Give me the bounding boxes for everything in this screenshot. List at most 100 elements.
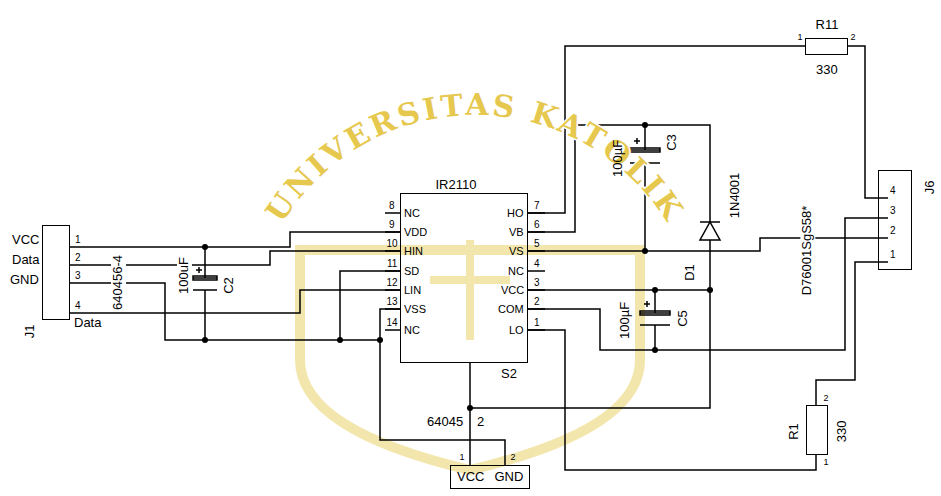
signal-label: SD <box>404 265 419 278</box>
wire <box>816 262 878 405</box>
signal-label: D1 <box>682 264 697 281</box>
wire <box>528 125 710 232</box>
part-label: R1 <box>786 423 801 440</box>
part-label: R11 <box>816 18 839 33</box>
capacitor-plate <box>630 148 660 152</box>
part-label: VCC <box>457 470 484 485</box>
signal-label: NC <box>508 265 524 278</box>
signal-label: VB <box>509 226 524 239</box>
pin-number: 3 <box>534 277 540 289</box>
pin-number: 3 <box>890 205 896 217</box>
pin-number: 6 <box>534 219 540 231</box>
pin-number: 4 <box>534 258 540 270</box>
signal-label: 100µF <box>618 301 633 338</box>
pin-number: 10 <box>387 238 398 250</box>
junction-dot <box>652 287 658 293</box>
wire <box>528 218 878 350</box>
pin-number: 12 <box>387 277 398 289</box>
signal-label: LIN <box>404 284 421 297</box>
wire <box>528 238 878 251</box>
wire <box>470 290 710 408</box>
signal-label: Data <box>74 316 101 331</box>
signal-label: LO <box>509 324 524 337</box>
capacitor-plate <box>640 311 670 315</box>
signal-label: VSS <box>404 303 426 316</box>
pin-number: 13 <box>387 296 398 308</box>
pin-number: 1 <box>824 457 829 467</box>
signal-label: HIN <box>404 245 423 258</box>
wires <box>193 125 888 465</box>
watermark-emblem <box>300 240 640 470</box>
pin-number: 14 <box>387 317 398 329</box>
signal-label: VS <box>509 245 524 258</box>
component-box: R11330 <box>805 38 848 55</box>
component-box: J1 <box>42 225 70 320</box>
wire <box>528 330 816 470</box>
part-label: 330 <box>835 420 850 442</box>
pin-number: 4 <box>890 185 896 197</box>
signal-label: D76001SgS58* <box>800 204 815 296</box>
signal-label: 100uF <box>176 256 191 295</box>
pin-number: 8 <box>389 200 395 212</box>
signal-label: C2 <box>221 277 236 294</box>
pin-number: 2 <box>534 296 540 308</box>
capacitor-plate <box>193 276 217 280</box>
pin-number: 5 <box>534 238 540 250</box>
pin-number: 4 <box>75 300 81 312</box>
signal-label: HO <box>507 207 524 220</box>
signal-label: 100µF <box>611 139 626 176</box>
part-label: IR2110 <box>436 178 477 193</box>
signal-label: Data <box>12 253 39 268</box>
pin-number: 1 <box>890 249 896 261</box>
pin-number: 1 <box>75 234 81 246</box>
wire <box>340 271 400 340</box>
connector-box: VCC GND <box>450 465 530 489</box>
wire <box>528 289 710 291</box>
part-label: 330 <box>816 63 838 78</box>
signal-label: 640456-4 <box>111 253 126 310</box>
capacitor-symbol <box>640 290 670 350</box>
signal-label: 2 <box>477 415 484 430</box>
pin-number: 3 <box>75 270 81 282</box>
signal-label: VCC <box>12 233 39 248</box>
wire <box>380 340 505 465</box>
wire <box>469 363 471 465</box>
pin-number: 2 <box>890 225 896 237</box>
pin-number: 1 <box>534 317 540 329</box>
part-label: J1 <box>23 324 38 338</box>
pin-number: 2 <box>511 452 516 462</box>
wire <box>848 46 878 198</box>
ic-right-pins <box>528 213 545 330</box>
signal-label: 64045 <box>427 415 463 430</box>
part-label: S2 <box>501 367 517 382</box>
junction-dot <box>707 287 713 293</box>
pin-number: 1 <box>798 32 803 42</box>
signal-label: COM <box>498 303 524 316</box>
pin-number: 1 <box>460 452 465 462</box>
watermark-text: UNIVERSITAS KATOLIK <box>259 87 692 228</box>
signal-label: GND <box>10 273 39 288</box>
diode-symbol <box>700 222 720 290</box>
junction-dot <box>642 122 648 128</box>
signal-label: NC <box>404 207 420 220</box>
pin-number: 9 <box>389 219 395 231</box>
watermark-text: UNIVERSITAS KATOLIK <box>259 87 692 228</box>
wire <box>70 232 400 247</box>
part-label: GND <box>494 470 523 485</box>
pin-number: 2 <box>851 32 856 42</box>
signal-label: 1N4001 <box>728 172 743 218</box>
pin-number: 2 <box>75 252 81 264</box>
junction-dot <box>642 248 648 254</box>
signal-label: VCC <box>501 284 524 297</box>
wire <box>528 46 805 213</box>
capacitor-symbol <box>193 247 217 340</box>
junction-dot <box>652 347 658 353</box>
signal-label: C5 <box>675 310 690 327</box>
signal-label: C3 <box>664 134 679 151</box>
watermark-cross <box>430 240 510 340</box>
capacitor-symbol <box>630 125 660 251</box>
connector-pins <box>878 198 888 262</box>
pin-number: 11 <box>387 258 397 270</box>
signal-label: VDD <box>404 226 427 239</box>
